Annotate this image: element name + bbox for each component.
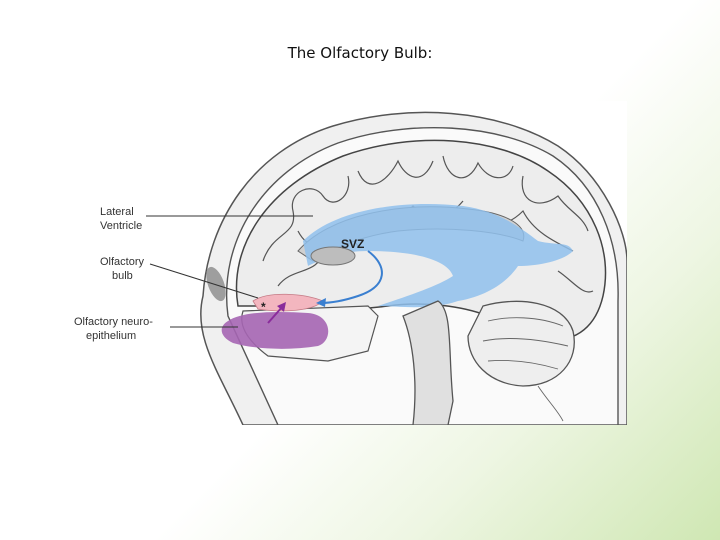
label-lateral-ventricle-line1: Lateral	[100, 206, 134, 218]
leader-olfactory-bulb	[149, 263, 259, 299]
frontal-sinus	[206, 266, 226, 302]
label-olfactory-bulb-line2: bulb	[112, 270, 133, 282]
label-asterisk: *	[261, 300, 266, 314]
cerebellum	[467, 300, 575, 387]
label-svz: SVZ	[341, 237, 364, 251]
rms-arrowhead	[316, 298, 326, 307]
thalamus	[310, 246, 356, 266]
olfactory-neuroepithelium	[221, 311, 329, 349]
svz-region	[303, 204, 573, 308]
cerebellum-folia	[482, 317, 569, 422]
epithelium-arrowhead	[277, 302, 286, 312]
brain-sagittal-diagram: Lateral Ventricle Olfactory bulb Olfacto…	[68, 101, 627, 425]
label-olfactory-bulb-line1: Olfactory	[100, 256, 145, 268]
label-lateral-ventricle-line2: Ventricle	[100, 220, 142, 232]
label-neuroepithelium-line1: Olfactory neuro-	[74, 316, 153, 328]
diagram-canvas: Lateral Ventricle Olfactory bulb Olfacto…	[74, 111, 627, 425]
rms-arrow	[319, 250, 383, 304]
slide-title: The Olfactory Bulb:	[287, 44, 433, 62]
brainstem	[402, 300, 454, 425]
label-neuroepithelium-line2: epithelium	[86, 330, 136, 342]
